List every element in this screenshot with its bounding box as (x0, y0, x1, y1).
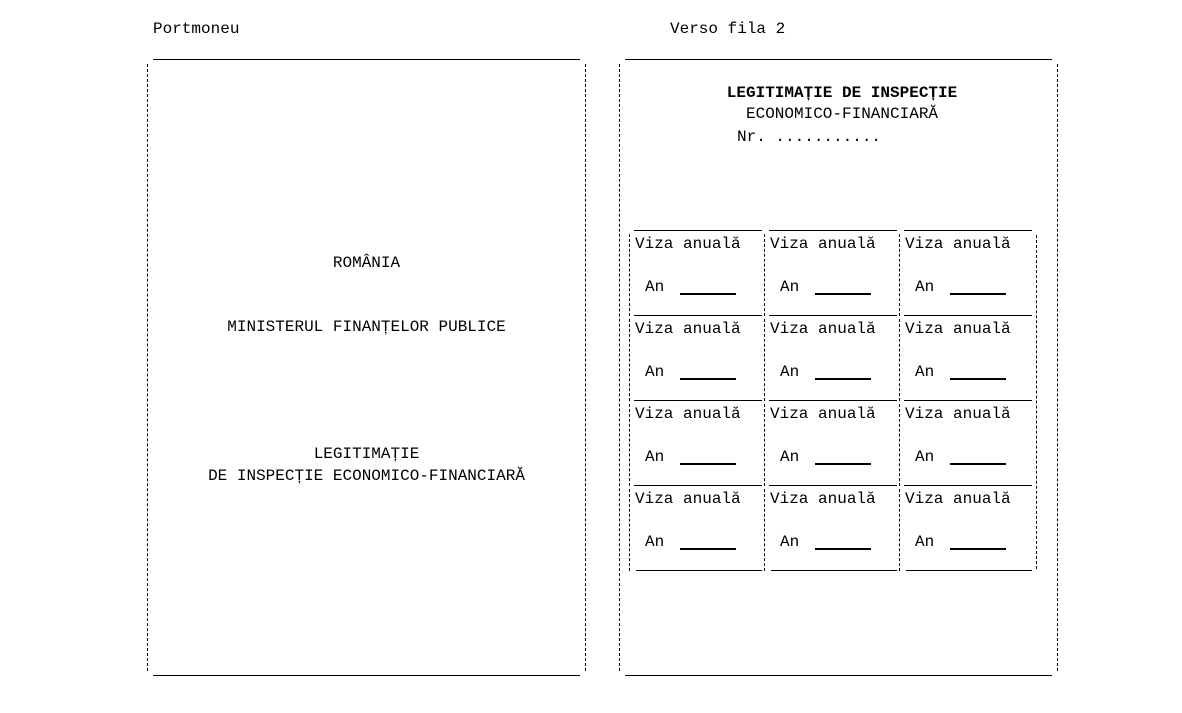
year-label: An (780, 278, 800, 296)
left-heading: Portmoneu (153, 20, 240, 38)
year-label: An (645, 448, 665, 466)
year-label: An (915, 278, 935, 296)
visa-label: Viza anuală (905, 320, 1011, 338)
visa-cell-top-border (769, 485, 897, 486)
visa-cell-left-border (629, 404, 630, 486)
visa-label: Viza anuală (770, 405, 876, 423)
visa-cell-left-border (899, 319, 900, 401)
visa-cell-top-border (904, 230, 1032, 231)
visa-label: Viza anuală (770, 490, 876, 508)
visa-cell-top-border (904, 400, 1032, 401)
year-blank-line (680, 378, 736, 380)
back-top-border (625, 59, 1052, 60)
visa-cell-left-border (764, 234, 765, 316)
back-panel: LEGITIMAȚIE DE INSPECȚIE ECONOMICO-FINAN… (619, 59, 1058, 676)
visa-cell-left-border (764, 319, 765, 401)
year-label: An (915, 363, 935, 381)
visa-cell-top-border (634, 315, 762, 316)
visa-label: Viza anuală (905, 490, 1011, 508)
visa-label: Viza anuală (905, 235, 1011, 253)
year-blank-line (680, 293, 736, 295)
visa-label: Viza anuală (635, 405, 741, 423)
year-label: An (780, 533, 800, 551)
visa-cell-left-border (629, 489, 630, 571)
visa-cell-top-border (769, 230, 897, 231)
visa-cell-top-border (634, 230, 762, 231)
visa-grid-bottom-border (771, 570, 897, 571)
visa-cell-left-border (629, 319, 630, 401)
visa-label: Viza anuală (635, 320, 741, 338)
year-label: An (645, 533, 665, 551)
year-label: An (780, 363, 800, 381)
ministry-name: MINISTERUL FINANȚELOR PUBLICE (227, 318, 506, 336)
front-left-border (147, 64, 148, 671)
back-right-border (1057, 64, 1058, 671)
visa-cell-left-border (764, 489, 765, 571)
visa-cell-top-border (634, 485, 762, 486)
year-label: An (915, 448, 935, 466)
back-title-line1: LEGITIMAȚIE DE INSPECȚIE (726, 84, 958, 102)
year-label: An (645, 363, 665, 381)
year-blank-line (815, 378, 871, 380)
front-top-border (153, 59, 580, 60)
year-blank-line (815, 463, 871, 465)
year-blank-line (950, 378, 1006, 380)
year-blank-line (950, 463, 1006, 465)
visa-cell-left-border (899, 234, 900, 316)
visa-cell-top-border (634, 400, 762, 401)
year-label: An (780, 448, 800, 466)
year-blank-line (815, 548, 871, 550)
visa-cell-left-border (899, 404, 900, 486)
right-heading: Verso fila 2 (670, 20, 786, 38)
year-label: An (645, 278, 665, 296)
front-right-border (585, 64, 586, 671)
document-number: Nr. ........... (737, 128, 882, 146)
visa-label: Viza anuală (635, 235, 741, 253)
country-name: ROMÂNIA (332, 254, 401, 272)
visa-cell-left-border (899, 489, 900, 571)
year-blank-line (680, 463, 736, 465)
document-title-line2: DE INSPECȚIE ECONOMICO-FINANCIARĂ (208, 467, 525, 485)
back-title-line2: ECONOMICO-FINANCIARĂ (745, 105, 939, 123)
back-bottom-border (625, 675, 1052, 676)
visa-cell-left-border (629, 234, 630, 316)
visa-label: Viza anuală (905, 405, 1011, 423)
visa-cell-top-border (769, 400, 897, 401)
front-panel: ROMÂNIA MINISTERUL FINANȚELOR PUBLICE LE… (147, 59, 586, 676)
visa-grid-right-border (1036, 235, 1037, 569)
document-title-line1: LEGITIMAȚIE (313, 445, 420, 463)
visa-label: Viza anuală (770, 235, 876, 253)
visa-label: Viza anuală (770, 320, 876, 338)
visa-cell-left-border (764, 404, 765, 486)
visa-cell-top-border (904, 315, 1032, 316)
year-blank-line (815, 293, 871, 295)
year-blank-line (950, 293, 1006, 295)
year-blank-line (680, 548, 736, 550)
visa-cell-top-border (904, 485, 1032, 486)
visa-cell-top-border (769, 315, 897, 316)
year-label: An (915, 533, 935, 551)
year-blank-line (950, 548, 1006, 550)
visa-label: Viza anuală (635, 490, 741, 508)
back-left-border (619, 64, 620, 671)
visa-grid-bottom-border (636, 570, 762, 571)
visa-grid-bottom-border (906, 570, 1032, 571)
front-bottom-border (153, 675, 580, 676)
